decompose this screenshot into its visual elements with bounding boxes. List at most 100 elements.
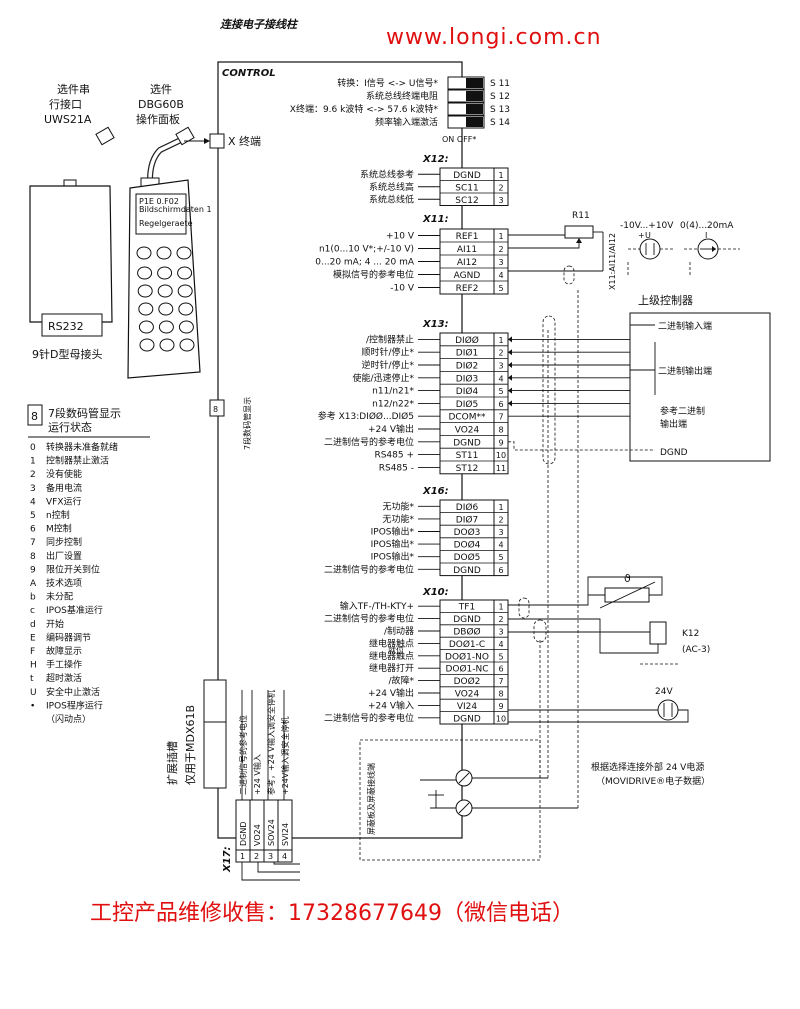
keypad-button[interactable] (137, 284, 153, 298)
k12-relay: K12 (AC-3) (508, 618, 710, 665)
keypad-button[interactable] (176, 246, 192, 260)
terminal-number: 9 (498, 438, 503, 447)
svg-text:P1E 0.F02: P1E 0.F02 (139, 197, 179, 206)
switch-label: 频率输入端激活 (375, 116, 438, 128)
terminal-number: 9 (498, 702, 503, 711)
terminal-name: DOØ1-NC (445, 664, 488, 675)
keypad-button[interactable] (159, 338, 175, 352)
x-terminal-label: X 终端 (228, 134, 261, 148)
subd-label: 9针D型母接头 (32, 347, 102, 361)
terminal-label: 0...20 mA; 4 ... 20 mA (315, 258, 415, 268)
keypad-button[interactable] (178, 320, 194, 334)
dbg-label-3: 操作面板 (136, 112, 180, 126)
x-terminal-port[interactable] (209, 133, 225, 149)
terminal-label: +24 V输入 (368, 699, 414, 711)
keypad-button[interactable] (137, 266, 153, 280)
x17-label: 参考，+24 V输入调安全停机 (266, 690, 276, 795)
svg-text:8: 8 (31, 410, 38, 423)
keypad-button[interactable] (157, 284, 173, 298)
terminal-label: n12/n22* (372, 399, 414, 409)
seg-title-1: 7段数码管显示 (48, 406, 121, 420)
status-text: n控制 (46, 509, 70, 521)
status-code: 2 (30, 470, 36, 480)
keypad-button[interactable] (158, 320, 174, 334)
switch-id: S 11 (490, 79, 510, 89)
status-code: E (30, 633, 36, 643)
keypad-button[interactable] (136, 246, 152, 260)
terminal-name: AGND (454, 271, 481, 281)
terminal-name: DIØ3 (456, 373, 478, 384)
upper-controller-box (629, 312, 771, 462)
terminal-label: 系统总线参考 (360, 168, 414, 180)
uc-arrow (508, 400, 512, 407)
status-text: VFX运行 (46, 495, 82, 507)
keypad-button[interactable] (177, 266, 193, 280)
keypad-button[interactable] (138, 302, 154, 316)
keypad-button[interactable] (179, 338, 195, 352)
analog-src-u-label: -10V...+10V (620, 221, 674, 231)
status-text: 开始 (46, 618, 64, 630)
terminal-name: REF1 (456, 232, 479, 242)
x17-label: +24V输入调安全停机 (280, 717, 290, 795)
x17-term-name: SVI24 (281, 823, 290, 846)
terminal-number: 2 (498, 183, 503, 192)
terminal-number: 4 (498, 374, 503, 383)
k12-ac3: (AC-3) (682, 645, 710, 655)
terminal-number: 1 (498, 603, 503, 612)
switch-on-off: ON OFF* (442, 135, 476, 144)
terminal-name: DOØ5 (454, 552, 481, 563)
shield-label: 屏蔽板及屏蔽接线端 (366, 763, 376, 835)
uc-arrow (508, 349, 512, 356)
x12-numcol (493, 167, 509, 206)
terminal-label: 无功能* (382, 513, 414, 525)
website-url[interactable]: www.longi.com.cn (386, 25, 602, 50)
status-code: A (30, 579, 37, 589)
terminal-label: 模拟信号的参考电位 (333, 269, 414, 281)
terminal-label: n1(0...10 V*;+/-10 V) (319, 245, 414, 255)
keypad-button[interactable] (156, 246, 172, 260)
terminal-label: 系统总线高 (369, 181, 414, 193)
terminal-name: DOØ4 (454, 540, 481, 551)
status-text: M控制 (46, 523, 72, 535)
keypad-button[interactable] (177, 284, 193, 298)
expansion-slot-label-1: 扩展插槽 (165, 741, 179, 785)
status-text: 转换器未准备就绪 (46, 441, 118, 453)
terminal-name: DBØØ (453, 627, 480, 638)
status-text: 没有使能 (46, 468, 82, 480)
uc-dgnd: DGND (660, 448, 688, 458)
rs232-label: RS232 (48, 320, 84, 333)
keypad-button[interactable] (157, 266, 173, 280)
terminal-number: 10 (496, 714, 506, 723)
x17-num: 1 (240, 852, 245, 861)
keypad-button[interactable] (158, 302, 174, 316)
seg-display-label: 7段数码管显示 (242, 397, 252, 450)
external-24v-supply: 24V 根据选择连接外部 24 V电源 （MOVIDRIVE®电子数据） (508, 687, 710, 787)
keypad-button[interactable] (178, 302, 194, 316)
terminal-name: DGND (453, 566, 481, 576)
terminal-number: 7 (498, 677, 503, 686)
expansion-slot-label-2: 仅用于MDX61B (184, 705, 197, 785)
service-contact[interactable]: 工控产品维修收售：17328677649（微信电话） (90, 901, 574, 926)
status-code: 5 (30, 511, 36, 521)
keypad-button[interactable] (139, 338, 155, 352)
terminal-name: DGND (453, 615, 481, 625)
terminal-label: 二进制信号的参考电位 (324, 436, 414, 448)
status-code: 1 (30, 457, 36, 467)
terminal-name: DCOM** (448, 413, 486, 423)
terminal-number: 3 (498, 362, 503, 371)
keypad-button[interactable] (138, 320, 154, 334)
upper-controller-title: 上级控制器 (638, 293, 693, 307)
upper-controller-wires (508, 324, 656, 451)
terminal-label: IPOS输出* (371, 551, 415, 563)
status-code: F (30, 647, 35, 657)
analog-src-i-symbol: I (705, 231, 707, 240)
status-text: 安全中止激活 (46, 686, 100, 698)
terminal-label: +24 V输出 (368, 423, 414, 435)
terminal-number: 6 (498, 665, 503, 674)
x17-label: 二进制信号的参考电位 (238, 715, 248, 795)
terminal-name: DIØ6 (456, 502, 479, 513)
terminal-label: 二进制信号的参考电位 (324, 613, 414, 625)
ext-supply-label-2: （MOVIDRIVE®电子数据） (596, 775, 710, 787)
uc-dgnd-wire (508, 441, 655, 451)
terminal-name: DGND (453, 714, 481, 724)
